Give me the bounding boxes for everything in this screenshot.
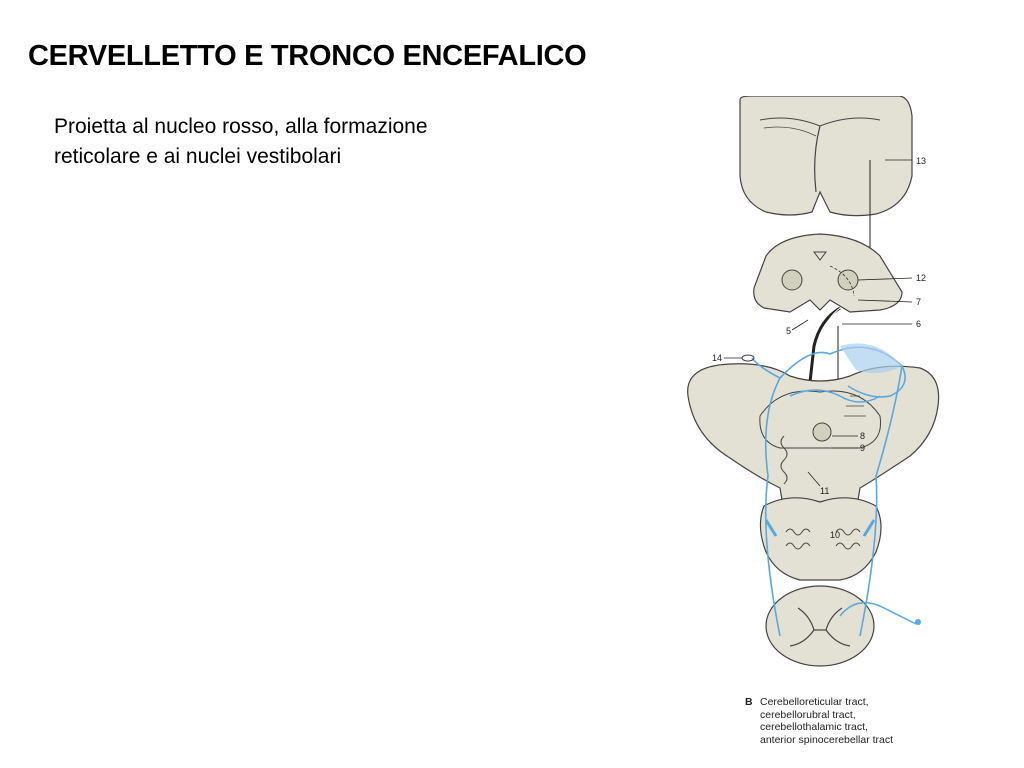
caption-line: cerebellorubral tract, [760,708,856,721]
lower-medulla-section [759,497,882,581]
body-line: Proietta al nucleo rosso, alla formazion… [54,115,428,138]
medulla-cerebellum-section [687,363,940,513]
body-text: Proietta al nucleo rosso, alla formazion… [54,112,594,172]
body-line: reticolare e ai nuclei vestibolari [54,145,342,168]
cerebrum-section [739,96,913,286]
caption-line: Cerebelloreticular tract, [760,696,869,708]
label-11: 11 [820,486,829,496]
brainstem-diagram: 13 12 7 6 5 14 8 9 11 10 [687,96,940,667]
label-14: 14 [712,353,722,363]
label-12: 12 [916,273,926,283]
label-8: 8 [860,431,865,441]
caption-letter: B [745,696,753,708]
figure-caption: B Cerebelloreticular tract, cerebellorub… [745,696,893,746]
label-6: 6 [916,319,921,329]
label-13: 13 [916,156,926,166]
label-7: 7 [916,297,921,307]
label-10: 10 [830,530,840,540]
slide-title: CERVELLETTO E TRONCO ENCEFALICO [28,40,587,72]
label-5: 5 [786,326,791,336]
spinal-cord-section [765,585,921,667]
label-9: 9 [860,443,865,453]
anatomy-figure: 13 12 7 6 5 14 8 9 11 10 [680,96,940,756]
midbrain-section [753,233,913,331]
caption-line: anterior spinocerebellar tract [760,733,894,746]
caption-line: cerebellothalamic tract, [760,721,868,733]
tract-highlight [840,343,902,374]
